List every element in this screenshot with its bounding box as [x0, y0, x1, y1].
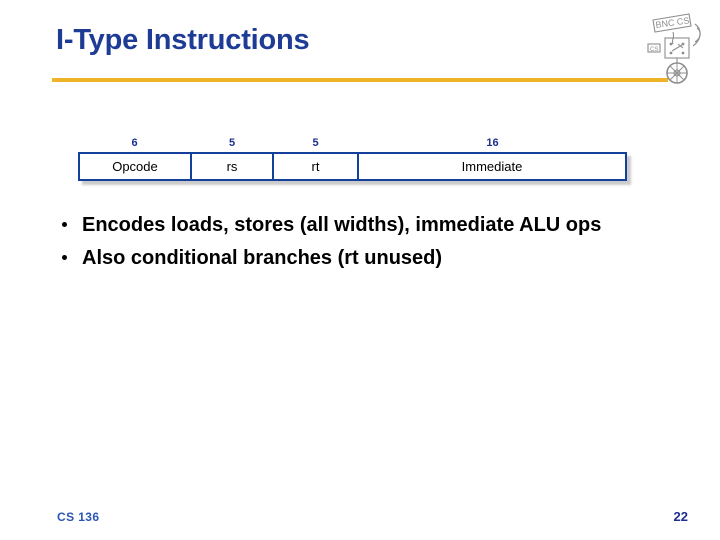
bit-width-immediate: 16 [486, 137, 499, 149]
list-item: Also conditional branches (rt unused) [56, 245, 656, 272]
bnc-cs-logo-icon: BNC CS CS [645, 4, 717, 86]
bit-width-opcode: 6 [131, 137, 138, 149]
instruction-format-table: 6 5 5 16 Opcode rs rt Immediate [78, 136, 627, 181]
svg-text:CS: CS [650, 47, 658, 53]
field-boxes-row: Opcode rs rt Immediate [78, 152, 627, 181]
footer-page-number: 22 [673, 509, 688, 524]
bullet-list: Encodes loads, stores (all widths), imme… [56, 212, 656, 278]
field-cell-opcode: Opcode [78, 152, 191, 181]
bullet-dot-icon [62, 222, 67, 227]
bit-width-rt: 5 [312, 137, 319, 149]
field-cell-rs: rs [191, 152, 273, 181]
page-title: I-Type Instructions [56, 24, 310, 56]
field-cell-rt: rt [273, 152, 358, 181]
bit-width-row: 6 5 5 16 [78, 136, 627, 152]
bullet-dot-icon [62, 255, 67, 260]
title-divider [52, 78, 668, 82]
bit-width-rs: 5 [228, 137, 236, 149]
list-item: Encodes loads, stores (all widths), imme… [56, 212, 656, 239]
field-cell-immediate: Immediate [358, 152, 627, 181]
bullet-text: Also conditional branches (rt unused) [82, 247, 443, 269]
svg-text:BNC CS: BNC CS [655, 15, 690, 30]
footer-course-label: CS 136 [57, 510, 100, 524]
bullet-text: Encodes loads, stores (all widths), imme… [82, 214, 602, 236]
